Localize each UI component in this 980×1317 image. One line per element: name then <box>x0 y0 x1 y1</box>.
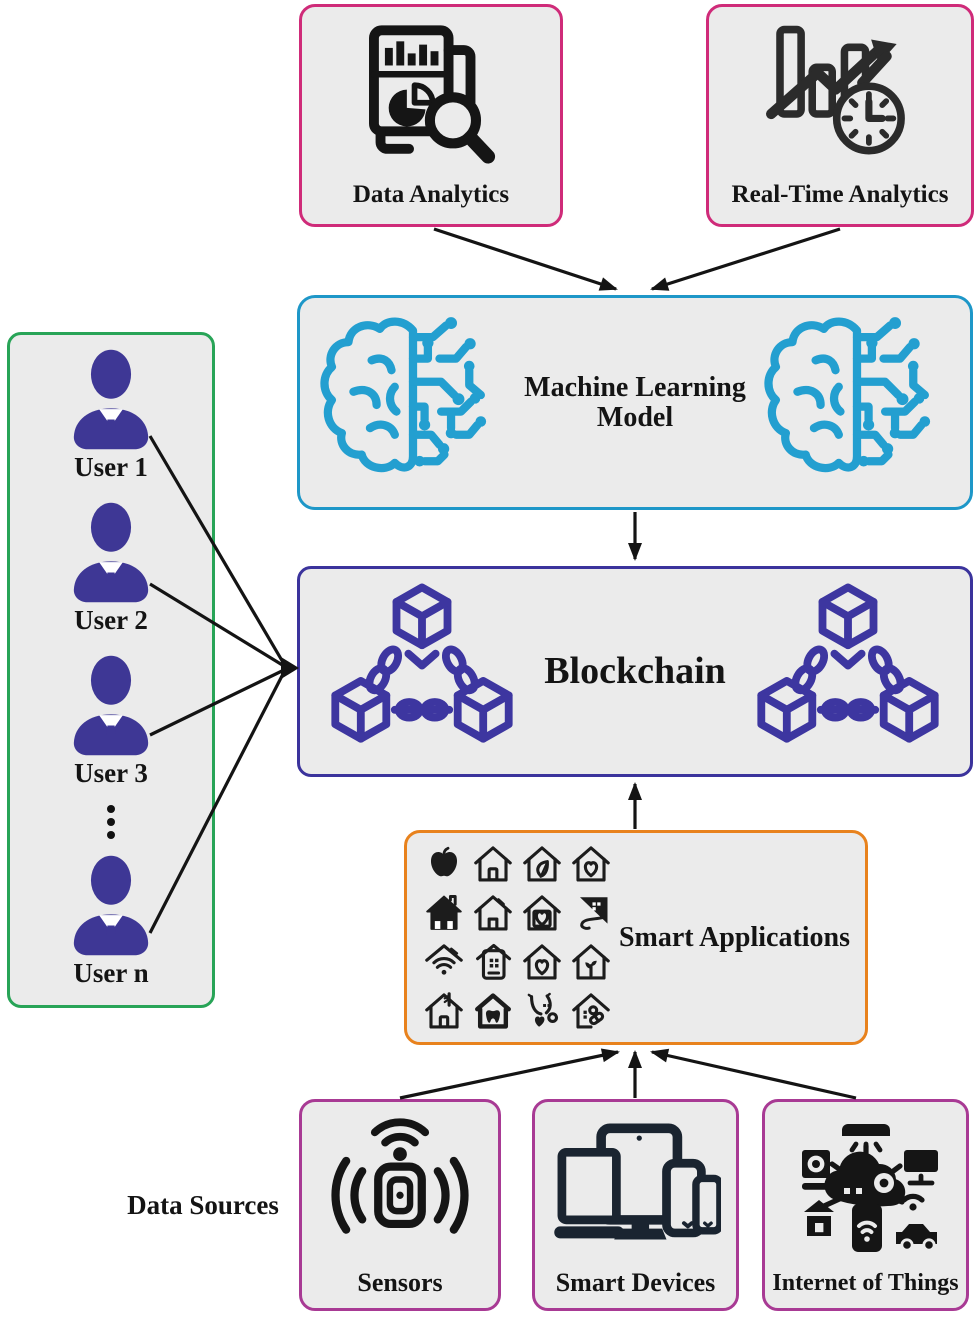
house-heart-frame-icon <box>519 890 565 936</box>
roof-route-icon <box>568 890 614 936</box>
data-sources-label: Data Sources <box>127 1190 279 1220</box>
house-tooth-icon <box>470 988 516 1034</box>
data-analytics-box: Data Analytics <box>299 4 563 227</box>
realtime-chart-clock-icon <box>709 7 971 182</box>
house-plain-icon <box>470 890 516 936</box>
user-entry: User 1 <box>65 346 157 484</box>
smart-devices-box: Smart Devices <box>532 1099 739 1311</box>
realtime-analytics-box: Real-Time Analytics <box>706 4 974 227</box>
blockchain-cubes-icon <box>320 577 524 766</box>
house-antenna-icon <box>421 988 467 1034</box>
tablet-house-icon <box>470 939 516 985</box>
user-avatar-icon <box>65 499 157 603</box>
devices-cluster-icon <box>535 1102 736 1269</box>
house-heart-icon <box>568 841 614 887</box>
smart-app-icons-grid <box>421 841 614 1034</box>
user-label: User n <box>73 958 149 988</box>
house-heart-icon <box>519 939 565 985</box>
iot-network-icon <box>765 1102 966 1271</box>
user-avatar-icon <box>65 346 157 450</box>
user-label: User 2 <box>74 605 148 635</box>
user-entry: User n <box>65 852 157 990</box>
blockchain-box: Blockchain <box>297 566 973 777</box>
user-label: User 3 <box>74 758 148 788</box>
house-leaf-icon <box>519 841 565 887</box>
machine-learning-label: Machine Learning Model <box>524 372 746 433</box>
ai-brain-circuit-icon <box>764 309 950 496</box>
ai-brain-circuit-icon <box>320 309 506 496</box>
user-entry: User 3 <box>65 652 157 790</box>
user-avatar-icon <box>65 852 157 956</box>
user-entry: User 2 <box>65 499 157 637</box>
blockchain-cubes-icon <box>746 577 950 766</box>
stethoscope-heart-icon <box>519 988 565 1034</box>
sensors-label: Sensors <box>357 1267 443 1297</box>
realtime-analytics-label: Real-Time Analytics <box>731 180 949 208</box>
house-plant-icon <box>568 939 614 985</box>
sensor-signal-icon <box>302 1102 498 1269</box>
house-pills-icon <box>568 988 614 1034</box>
data-analytics-label: Data Analytics <box>352 180 510 208</box>
house-wifi-icon <box>421 939 467 985</box>
smart-applications-box: Smart Applications <box>404 830 868 1045</box>
ellipsis-dots <box>107 805 115 839</box>
internet-of-things-label: Internet of Things <box>772 1269 959 1296</box>
sensors-box: Sensors <box>299 1099 501 1311</box>
smart-devices-label: Smart Devices <box>555 1267 716 1297</box>
data-analytics-report-icon <box>302 7 560 182</box>
smart-applications-label: Smart Applications <box>618 921 851 953</box>
user-label: User 1 <box>74 452 148 482</box>
house-filled-icon <box>421 890 467 936</box>
users-box: User 1 User 2 User 3 User n <box>7 332 215 1008</box>
user-avatar-icon <box>65 652 157 756</box>
machine-learning-box: Machine Learning Model <box>297 295 973 510</box>
internet-of-things-box: Internet of Things <box>762 1099 969 1311</box>
blockchain-label: Blockchain <box>544 649 726 692</box>
apple-icon <box>421 841 467 887</box>
house-door-icon <box>470 841 516 887</box>
